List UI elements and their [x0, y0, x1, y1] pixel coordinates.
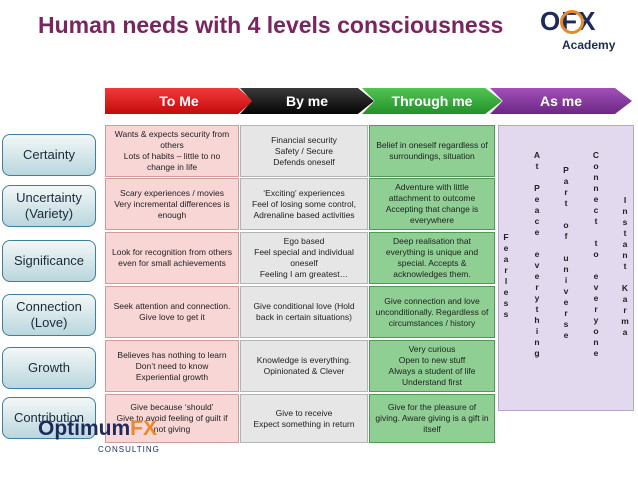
grid-cell: ‘Exciting’ experiences Feel of losing so… — [240, 178, 368, 230]
header-as-me: As me — [490, 88, 632, 114]
grid-cell: Give conditional love (Hold back in cert… — [240, 286, 368, 338]
grid-cell: Give because ‘should’ Give to avoid feel… — [105, 394, 239, 443]
row-label: Contribution — [2, 397, 96, 439]
grid-cell: Seek attention and connection. Give love… — [105, 286, 239, 338]
grid-cell: Believes has nothing to learn Don’t need… — [105, 340, 239, 392]
row-label: Significance — [2, 240, 96, 282]
grid-cell: Deep realisation that everything is uniq… — [369, 232, 495, 284]
optimumfx-logo: OptimumFX CONSULTING — [38, 417, 160, 469]
grid-cell: Look for recognition from others even fo… — [105, 232, 239, 284]
grid-cell: Adventure with little attachment to outc… — [369, 178, 495, 230]
grid-cell: Ego based Feel special and individual on… — [240, 232, 368, 284]
grid-cell: Scary experiences / movies Very incremen… — [105, 178, 239, 230]
ofx-ring-icon — [560, 10, 584, 34]
grid-cell: Give to receive Expect something in retu… — [240, 394, 368, 443]
page-title: Human needs with 4 levels consciousness — [38, 12, 504, 38]
grid-cell: Wants & expects security from others Lot… — [105, 125, 239, 177]
row-label: Uncertainty (Variety) — [2, 185, 96, 227]
grid-cell: Financial security Safety / Secure Defen… — [240, 125, 368, 177]
row-label: Connection (Love) — [2, 294, 96, 336]
grid-cell: Knowledge is everything. Opinionated & C… — [240, 340, 368, 392]
header-by-me: By me — [240, 88, 374, 114]
optimumfx-logo-sub: CONSULTING — [98, 445, 160, 454]
grid-cell: Give connection and love unconditionally… — [369, 286, 495, 338]
row-label: Certainty — [2, 134, 96, 176]
grid-cell: Very curious Open to new stuff Always a … — [369, 340, 495, 392]
header-to-me: To Me — [105, 88, 253, 114]
as-me-panel — [498, 125, 634, 411]
grid-cell: Give for the pleasure of giving. Aware g… — [369, 394, 495, 443]
row-label: Growth — [2, 347, 96, 389]
optimumfx-logo-text: OptimumFX — [38, 417, 158, 440]
ofx-academy-logo: OFX Academy — [540, 6, 628, 64]
ofx-logo-sub: Academy — [562, 38, 616, 52]
grid-cell: Belief in oneself regardless of surround… — [369, 125, 495, 177]
header-through-me: Through me — [362, 88, 502, 114]
